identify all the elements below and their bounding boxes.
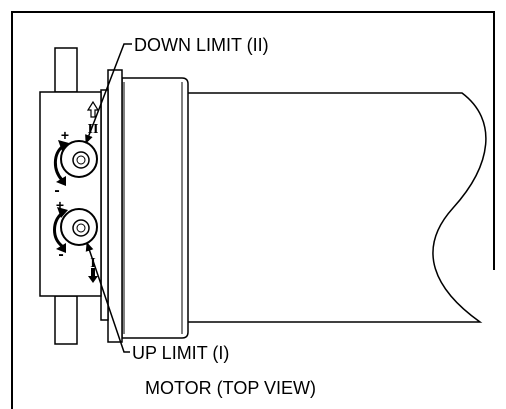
up-adjust-arrow-icon: [53, 211, 64, 248]
motor-tube: [186, 92, 487, 323]
down-limit-leader: [85, 43, 132, 144]
numeral-two: II: [88, 122, 99, 137]
down-limit-label: DOWN LIMIT (II): [134, 35, 269, 55]
up-limit-leader: [85, 242, 130, 353]
up-adjust-arrowtail-icon: [56, 243, 66, 253]
down-adjust-arrowhead-icon: [58, 140, 69, 151]
flange-outer: [107, 69, 123, 343]
down-limit-screw[interactable]: [60, 140, 98, 178]
down-adjust-arrow-icon: [53, 144, 65, 182]
down-adjust-arrowtail-icon: [56, 176, 66, 186]
solid-down-arrow-icon: [88, 268, 98, 283]
shaft-bottom: [54, 295, 78, 345]
hollow-up-arrow-icon: [86, 100, 100, 118]
down-minus-mark: -: [54, 182, 59, 199]
diagram-frame: [11, 11, 495, 409]
up-plus-mark: +: [56, 197, 64, 213]
up-limit-screw[interactable]: [60, 208, 98, 246]
down-plus-mark: +: [61, 127, 69, 143]
limit-switch-plate: [39, 91, 102, 297]
motor-head: [121, 77, 189, 339]
up-adjust-arrowhead-icon: [57, 207, 68, 218]
numeral-one: I: [90, 256, 95, 271]
up-limit-label: UP LIMIT (I): [132, 343, 229, 363]
up-minus-mark: -: [58, 246, 63, 263]
diagram-caption: MOTOR (TOP VIEW): [145, 378, 316, 398]
shaft-top: [54, 47, 78, 93]
